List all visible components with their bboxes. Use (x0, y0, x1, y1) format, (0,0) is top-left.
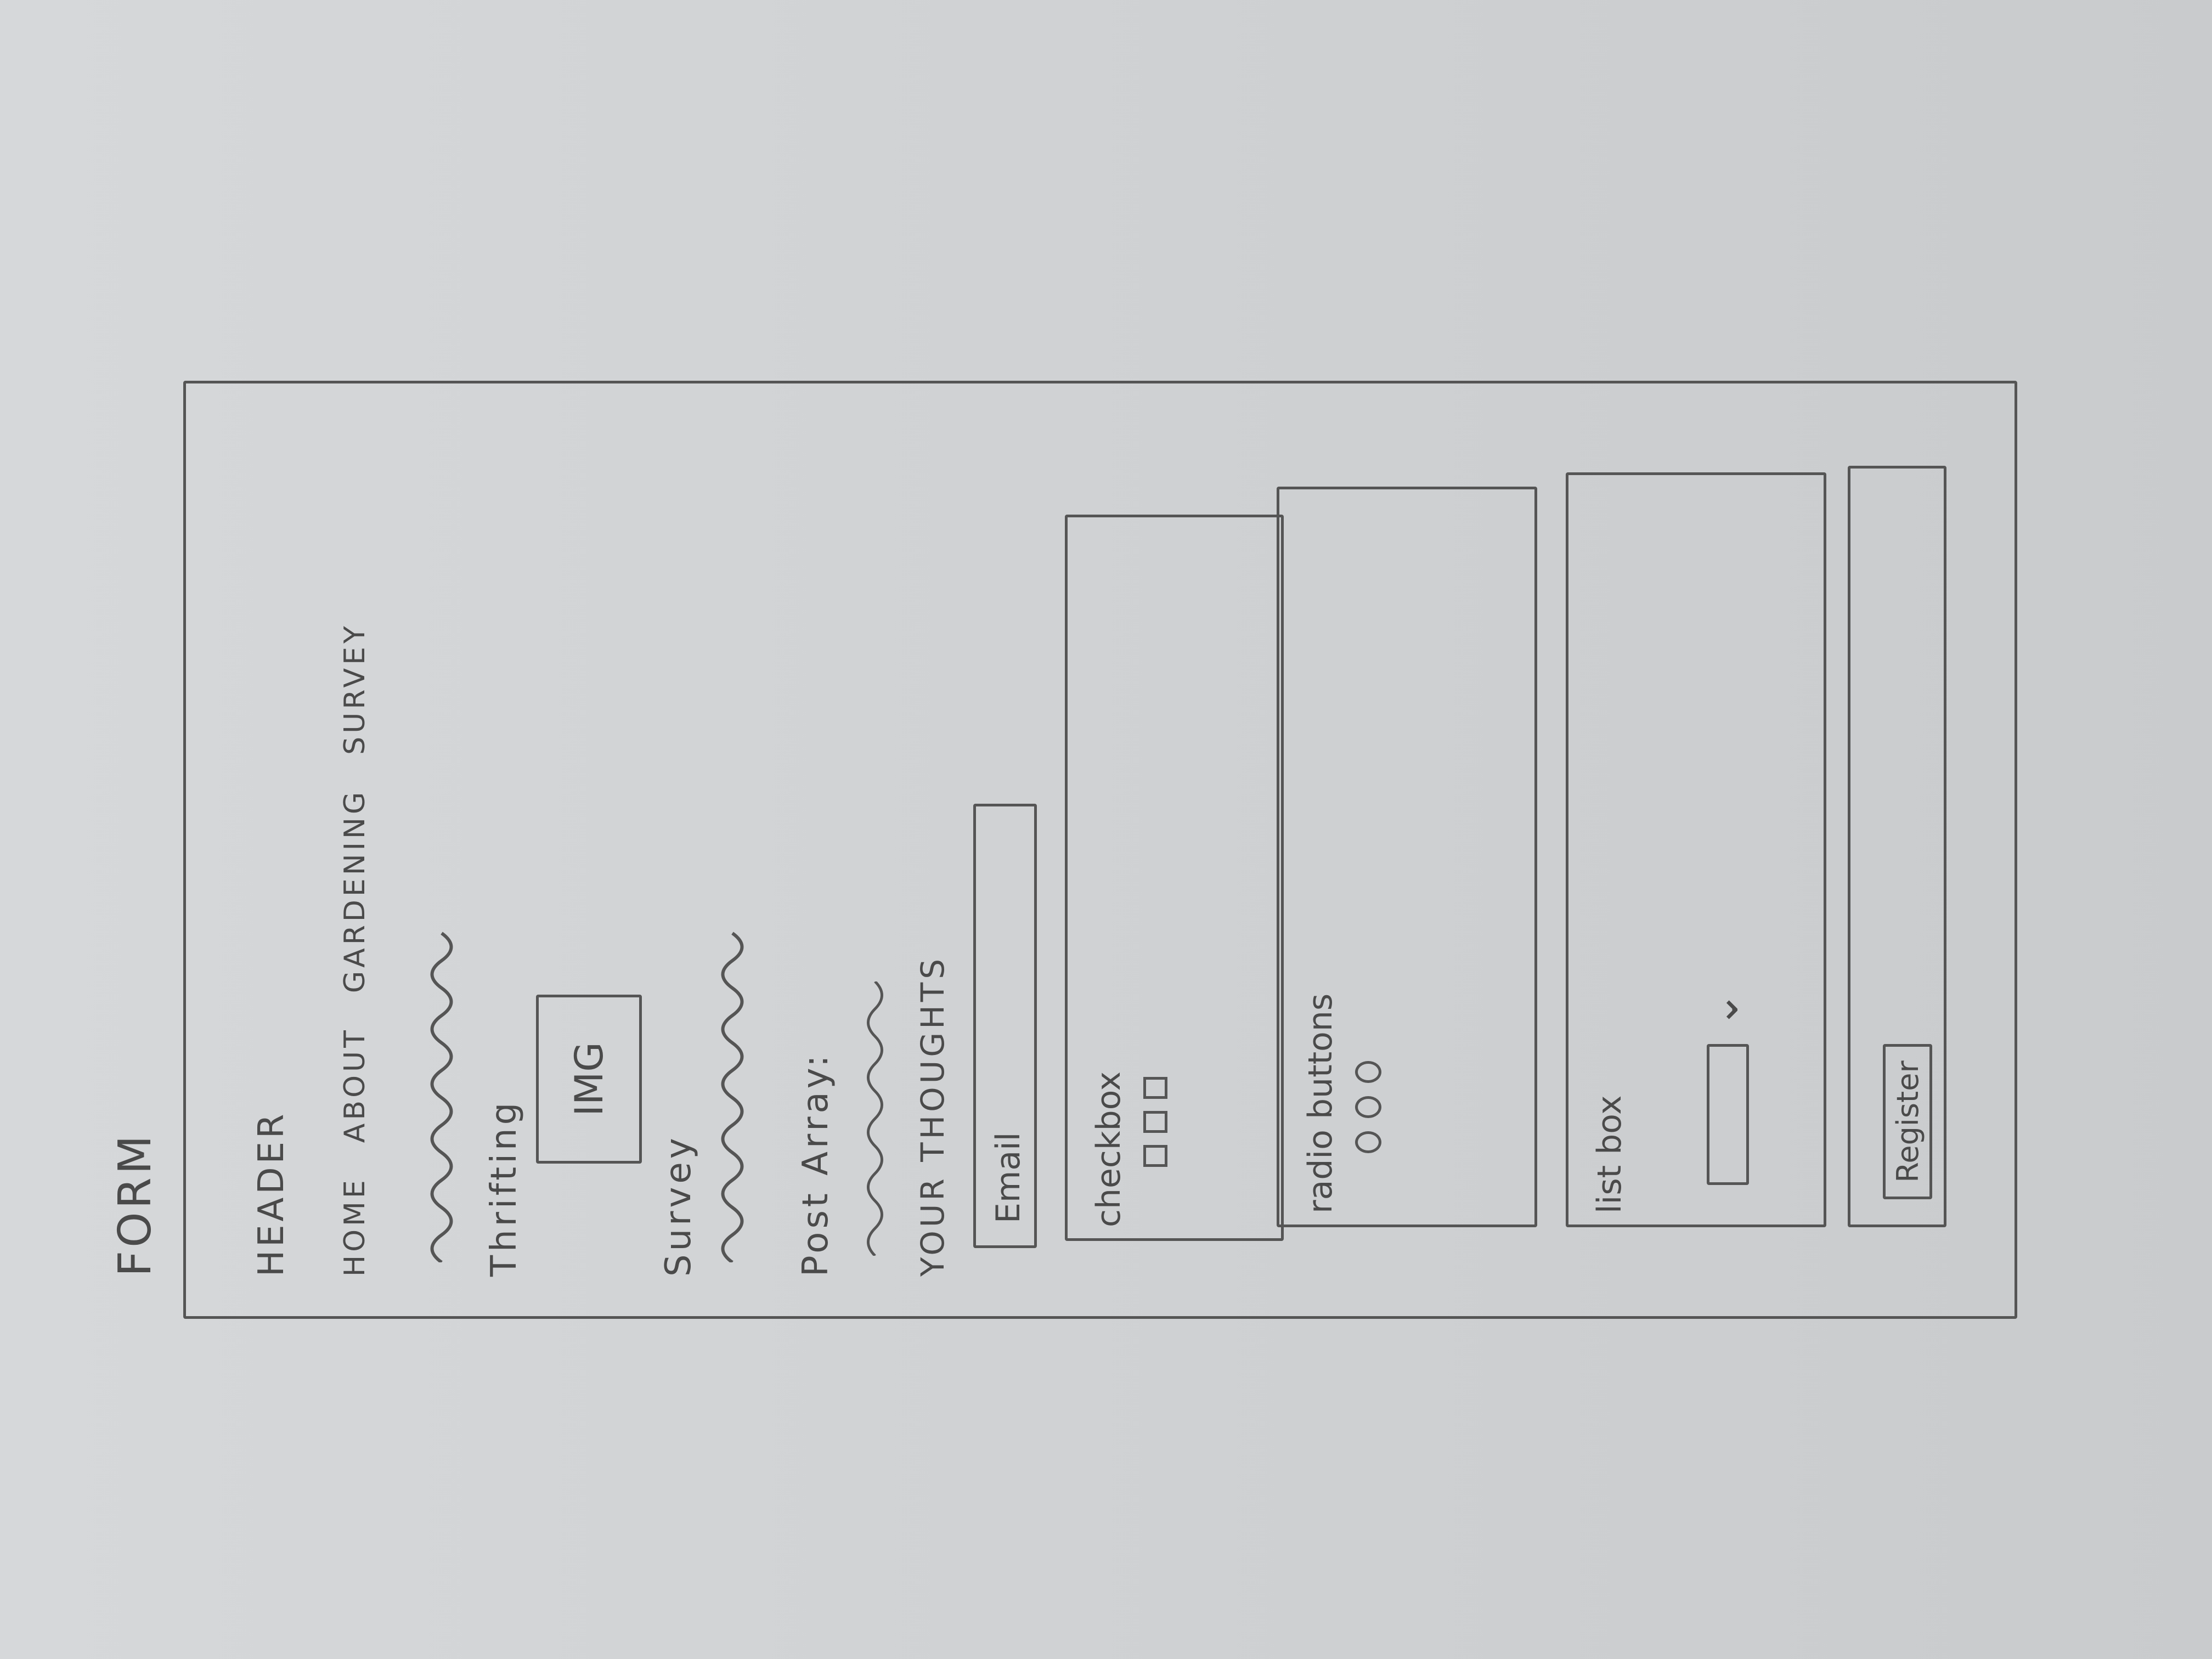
thrifting-heading: Thrifting (484, 1099, 524, 1277)
nav-home[interactable]: HOME (338, 1177, 371, 1277)
text-placeholder-squiggle (721, 932, 744, 1262)
image-placeholder-label: IMG (566, 1042, 612, 1116)
checkbox-label: checkbox (1090, 1071, 1128, 1227)
radio-3[interactable] (1355, 1061, 1381, 1083)
checkbox-2[interactable] (1143, 1111, 1167, 1133)
email-placeholder: Email (989, 1132, 1028, 1223)
header-text: HEADER (251, 1110, 292, 1277)
email-input[interactable]: Email (973, 804, 1037, 1248)
text-placeholder-squiggle (430, 932, 453, 1262)
checkbox-group: checkbox (1065, 515, 1284, 1241)
nav-bar: HOME ABOUT GARDENING SURVEY (338, 623, 371, 1277)
nav-gardening[interactable]: GARDENING (338, 788, 371, 994)
text-placeholder-squiggle (867, 981, 883, 1256)
radio-label: radio buttons (1301, 993, 1340, 1214)
listbox-select[interactable] (1707, 1044, 1749, 1185)
page-title: FORM (109, 1132, 161, 1277)
register-button[interactable]: Register (1883, 1044, 1932, 1199)
listbox-label: list box (1590, 1095, 1629, 1214)
checkbox-3[interactable] (1143, 1077, 1167, 1099)
post-array-label: Post Array: (795, 1052, 836, 1277)
checkbox-1[interactable] (1143, 1145, 1167, 1167)
nav-about[interactable]: ABOUT (338, 1027, 371, 1143)
radio-group: radio buttons (1277, 487, 1537, 1227)
radio-2[interactable] (1355, 1096, 1381, 1118)
chevron-down-icon[interactable]: ⌄ (1697, 988, 1748, 1028)
nav-survey[interactable]: SURVEY (338, 623, 371, 755)
your-thoughts-heading: YOUR THOUGHTS (914, 955, 951, 1277)
register-button-label: Register (1890, 1060, 1925, 1183)
radio-1[interactable] (1355, 1131, 1381, 1153)
survey-heading: Survey (658, 1135, 699, 1277)
image-placeholder: IMG (536, 995, 642, 1164)
listbox-group: list box (1566, 472, 1826, 1227)
